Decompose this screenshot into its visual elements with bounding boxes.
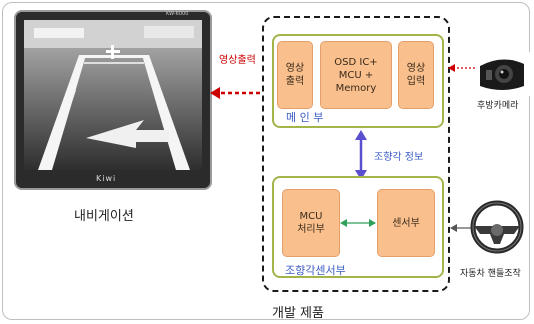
navigation-brand: Kiwi [96,174,117,183]
navigation-screen [24,20,202,170]
main-unit-label: 메 인 부 [286,111,324,124]
navigation-device: Kiwi KW-6000 [14,10,212,190]
rear-camera-icon [474,52,530,96]
video-output-arrow [210,87,260,99]
sensor-block: 센서부 [377,189,435,257]
steering-wheel-label: 자동차 핸들조작 [460,269,521,279]
osd-mcu-memory-block: OSD IC+ MCU + Memory [320,41,392,109]
navigation-model: KW-6000 [166,11,189,17]
video-output-label: 영상출력 [219,55,256,66]
steering-info-arrow [355,130,367,180]
rear-view-image [24,20,202,170]
rear-camera-label: 후방카메라 [477,101,519,111]
steering-wheel-icon [470,200,524,254]
mcu-sensor-link-arrow [340,219,376,227]
outer-frame [2,2,530,320]
steering-info-label: 조향각 정보 [374,152,424,163]
navigation-label: 내비게이션 [74,209,134,224]
camera-input-arrow [448,64,475,72]
mcu-processing-block: MCU 처리부 [282,189,340,257]
development-product-label: 개발 제품 [272,306,324,321]
video-output-block: 영상 출력 [277,41,313,109]
steering-input-arrow [450,224,471,232]
development-product-boundary [262,16,450,292]
steering-sensor-unit-label: 조향각센서부 [285,264,346,277]
video-input-block: 영상 입력 [398,41,434,109]
